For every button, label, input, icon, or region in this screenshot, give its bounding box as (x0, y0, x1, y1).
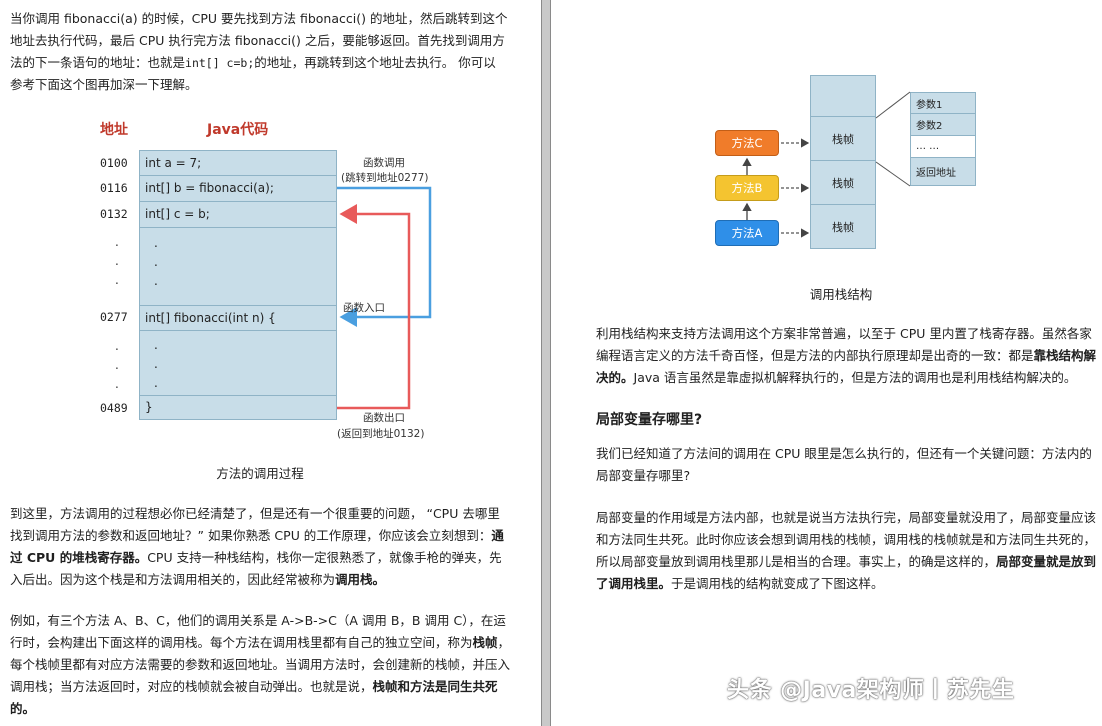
local-variable-question-paragraph: 我们已经知道了方法间的调用在 CPU 眼里是怎么执行的，但还有一个关键问题：方法… (596, 446, 1092, 483)
intro-line-2: 地址去执行代码，最后 CPU 执行完方法 fibonacci() 之后，要能够返… (10, 33, 505, 48)
stack-structure-paragraph: 利用栈结构来支持方法调用这个方案非常普遍，以至于 CPU 里内置了栈寄存器。虽然… (596, 326, 1097, 385)
exit-target-label: (返回到地址0132) (337, 428, 425, 440)
method-b-box: 方法B (715, 175, 779, 201)
method-a-box: 方法A (715, 220, 779, 246)
address-0489: 0489 (100, 401, 128, 415)
page-divider (541, 0, 551, 726)
frame-detail-ellipsis: … … (910, 136, 976, 158)
section-heading-local-variables: 局部变量存哪里? (596, 412, 703, 428)
intro-line-1: 当你调用 fibonacci(a) 的时候，CPU 要先找到方法 fibonac… (10, 11, 508, 26)
address-0100: 0100 (100, 156, 128, 170)
figure-caption-call-process: 方法的调用过程 (216, 466, 304, 481)
figure-caption-call-stack: 调用栈结构 (809, 287, 873, 302)
intro-line-4: 参考下面这个图再加深一下理解。 (10, 77, 198, 92)
code-cell-0489: } (139, 395, 337, 420)
stack-column: 栈帧 栈帧 栈帧 (810, 75, 876, 249)
intro-line-3b: 的地址，再跳转到这个地址去执行。 你可以 (254, 55, 496, 70)
address-ellipsis-1: ... (115, 235, 119, 287)
stack-arrows (742, 91, 911, 238)
call-label: 函数调用 (363, 157, 405, 169)
call-arrow (337, 186, 432, 327)
method-call-diagram: 地址 Java代码 0100 0116 0132 ... 0277 ... 04… (95, 115, 455, 445)
address-header: 地址 (100, 122, 128, 138)
frame-expand-top (875, 91, 911, 119)
local-variable-answer-paragraph: 局部变量的作用域是方法内部，也就是说当方法执行完，局部变量就没用了，局部变量应该… (596, 510, 1097, 591)
exit-label: 函数出口 (363, 412, 405, 424)
address-0116: 0116 (100, 181, 128, 195)
intro-line-3a: 法的下一条语句的地址：也就是 (10, 55, 186, 70)
inline-code: int[] c=b; (185, 56, 255, 70)
code-cell-0132: int[] c = b; (139, 201, 337, 228)
watermark: 头条 @Java架构师丨苏先生 (727, 678, 1015, 703)
right-page: 栈帧 栈帧 栈帧 方法C 方法B 方法A 参数1 参数2 … … 返回地址 (551, 0, 1102, 726)
stack-top-empty (810, 75, 876, 117)
stack-frame-a: 栈帧 (810, 205, 876, 249)
address-0277: 0277 (100, 310, 128, 324)
stack-frame-c: 栈帧 (810, 117, 876, 161)
frame-detail-return-address: 返回地址 (910, 158, 976, 186)
frame-detail-param-2: 参数2 (910, 114, 976, 136)
code-cell-0116: int[] b = fibonacci(a); (139, 175, 337, 202)
frame-detail-table: 参数1 参数2 … … 返回地址 (910, 92, 976, 186)
cpu-stack-paragraph: 到这里，方法调用的过程想必你已经清楚了，但是还有一个很重要的问题， “CPU 去… (10, 506, 504, 587)
call-arrows (337, 186, 432, 410)
stack-frame-paragraph: 例如，有三个方法 A、B、C，他们的调用关系是 A->B->C（A 调用 B，B… (10, 613, 511, 716)
call-stack-diagram: 栈帧 栈帧 栈帧 方法C 方法B 方法A 参数1 参数2 … … 返回地址 (715, 75, 985, 255)
stack-frame-b: 栈帧 (810, 161, 876, 205)
address-0132: 0132 (100, 207, 128, 221)
intro-paragraph: 当你调用 fibonacci(a) 的时候，CPU 要先找到方法 fibonac… (10, 8, 507, 96)
java-code-header: Java代码 (207, 122, 269, 138)
return-arrow (337, 204, 411, 410)
address-ellipsis-2: ... (115, 339, 119, 391)
left-page: 当你调用 fibonacci(a) 的时候，CPU 要先找到方法 fibonac… (0, 0, 541, 726)
call-target-label: (跳转到地址0277) (341, 172, 429, 184)
frame-expand-bottom (875, 161, 911, 187)
entry-label: 函数入口 (343, 302, 385, 314)
frame-detail-param-1: 参数1 (910, 92, 976, 114)
method-c-box: 方法C (715, 130, 779, 156)
code-cell-ellipsis-1: ... (139, 227, 337, 306)
